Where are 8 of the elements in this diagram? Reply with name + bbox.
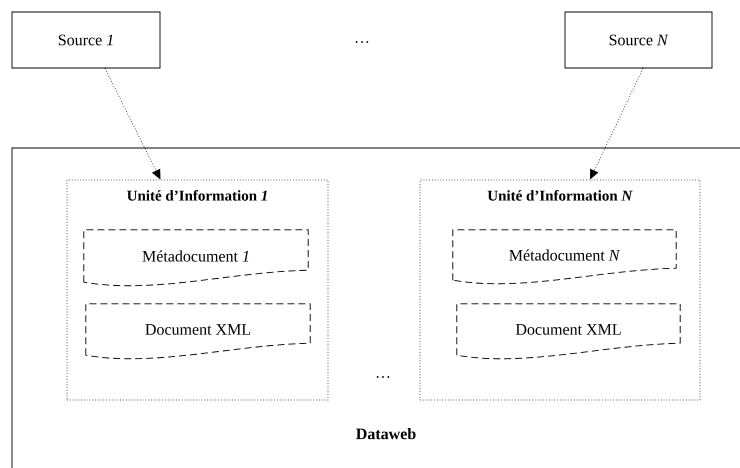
source-box: Source 1	[12, 12, 160, 68]
ellipsis: …	[376, 376, 390, 378]
document-shape: Document XML	[456, 303, 681, 360]
source-box: Source N	[564, 12, 712, 68]
document-shape: Métadocument N	[452, 229, 677, 284]
ellipsis: …	[356, 41, 368, 43]
document-shape: Métadocument 1	[83, 229, 309, 286]
document-shape: Document XML	[85, 303, 311, 360]
